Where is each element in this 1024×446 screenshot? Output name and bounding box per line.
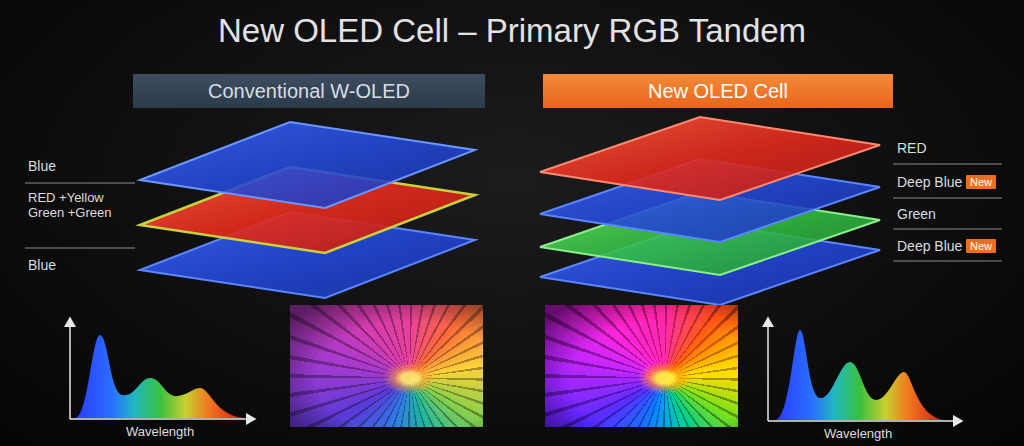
separator-line [25,164,1002,261]
node-text: New [970,176,992,188]
new-badge: New [966,175,996,189]
diagram-title: New OLED Cell – Primary RGB Tandem [218,12,806,50]
header-bar: Conventional W-OLED [133,74,485,108]
node-text: New OLED Cell [648,80,788,103]
layer-label: Green [897,206,936,222]
axis-label: Wavelength [126,424,194,439]
layer-label: RED +Yellow Green +Green [28,191,120,221]
flower-photo [545,305,738,427]
layer-label: Blue [28,257,56,273]
spectrum-chart [768,318,962,421]
node-text: New [970,240,992,252]
layer-plate [540,117,880,305]
spectrum-chart [70,318,255,419]
axis-label: Wavelength [824,426,892,441]
new-badge: New [966,239,996,253]
layer-label: Blue [28,158,56,174]
layer-label: Deep Blue [897,174,962,190]
layer-label: RED [897,140,927,156]
layer-plate [140,122,475,298]
header-bar: New OLED Cell [543,74,893,108]
flower-photo [290,305,483,427]
layer-label: Deep Blue [897,238,962,254]
node-text: Conventional W-OLED [208,80,410,103]
